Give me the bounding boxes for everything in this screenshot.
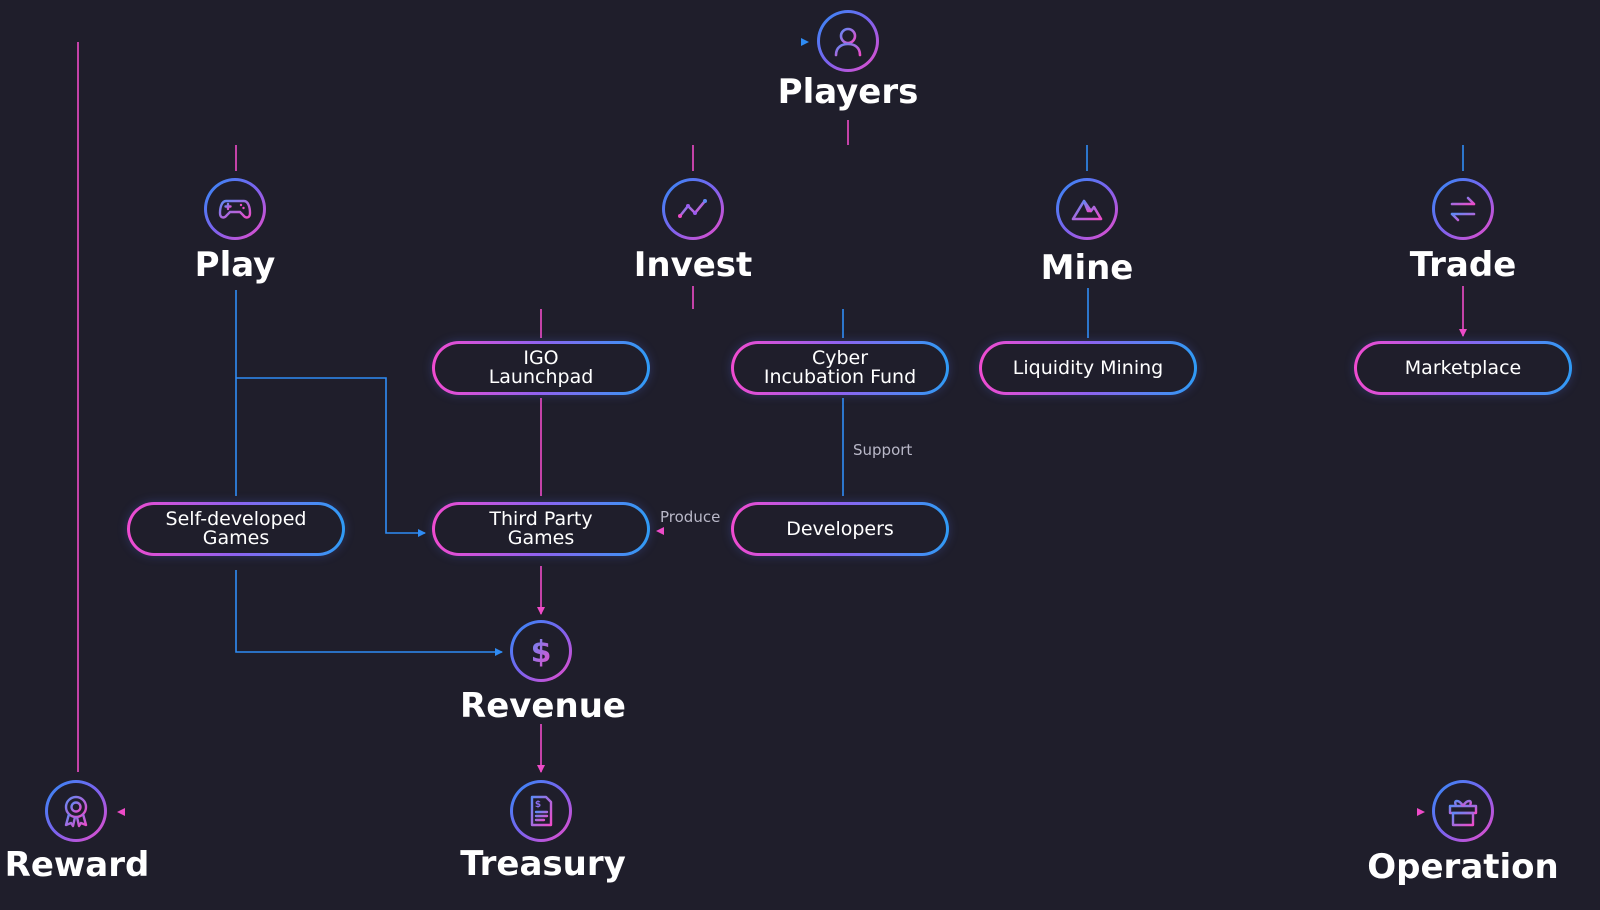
self-developed-games-box: Self-developed Games [127,502,345,556]
reward-label: Reward [4,845,150,885]
developers-box: Developers [731,502,949,556]
self-dev-line1: Self-developed [165,508,307,530]
igo-line2: Launchpad [488,366,594,388]
mountain-icon [1071,199,1103,221]
swap-arrows-icon [1450,196,1476,222]
igo-line1: IGO [523,347,559,369]
chart-line-icon [678,199,707,218]
svg-text:$: $ [531,635,552,669]
cyber-line2: Incubation Fund [763,366,917,388]
developers-label: Developers [786,517,894,540]
operation-node-icon [1432,780,1494,842]
marketplace-box: Marketplace [1354,341,1572,395]
revenue-label: Revenue [460,686,626,726]
reward-node-icon [45,780,107,842]
liquidity-mining-box: Liquidity Mining [979,341,1197,395]
mine-label: Mine [1040,248,1134,288]
liquidity-label: Liquidity Mining [1012,356,1164,379]
trade-node-icon [1432,178,1494,240]
mine-node-icon [1056,178,1118,240]
support-edge-label: Support [853,441,913,459]
third-party-games-box: Third Party Games [432,502,650,556]
invest-label: Invest [633,245,753,285]
user-icon [834,27,862,57]
svg-text:$: $ [535,800,541,810]
award-ribbon-icon [64,795,88,828]
self-dev-line2: Games [202,527,270,549]
igo-launchpad-box: IGO Launchpad [432,341,650,395]
invest-node-icon [662,178,724,240]
document-icon: $ [530,795,553,827]
dollar-icon: $ [531,635,552,669]
third-party-line2: Games [507,527,575,549]
marketplace-label: Marketplace [1404,356,1522,379]
gamepad-icon [218,199,252,219]
third-party-line1: Third Party [489,508,593,530]
cyber-incubation-fund-box: Cyber Incubation Fund [731,341,949,395]
play-label: Play [194,245,276,285]
treasury-label: Treasury [460,844,626,884]
revenue-node-icon: $ [510,620,572,682]
operation-label: Operation [1367,847,1559,887]
players-node-icon [817,10,879,72]
produce-edge-label: Produce [660,508,721,526]
players-label: Players [777,72,919,112]
trade-label: Trade [1409,245,1517,285]
cyber-line1: Cyber [811,347,869,369]
gift-icon [1448,799,1478,827]
treasury-node-icon: $ [510,780,572,842]
play-node-icon [204,178,266,240]
